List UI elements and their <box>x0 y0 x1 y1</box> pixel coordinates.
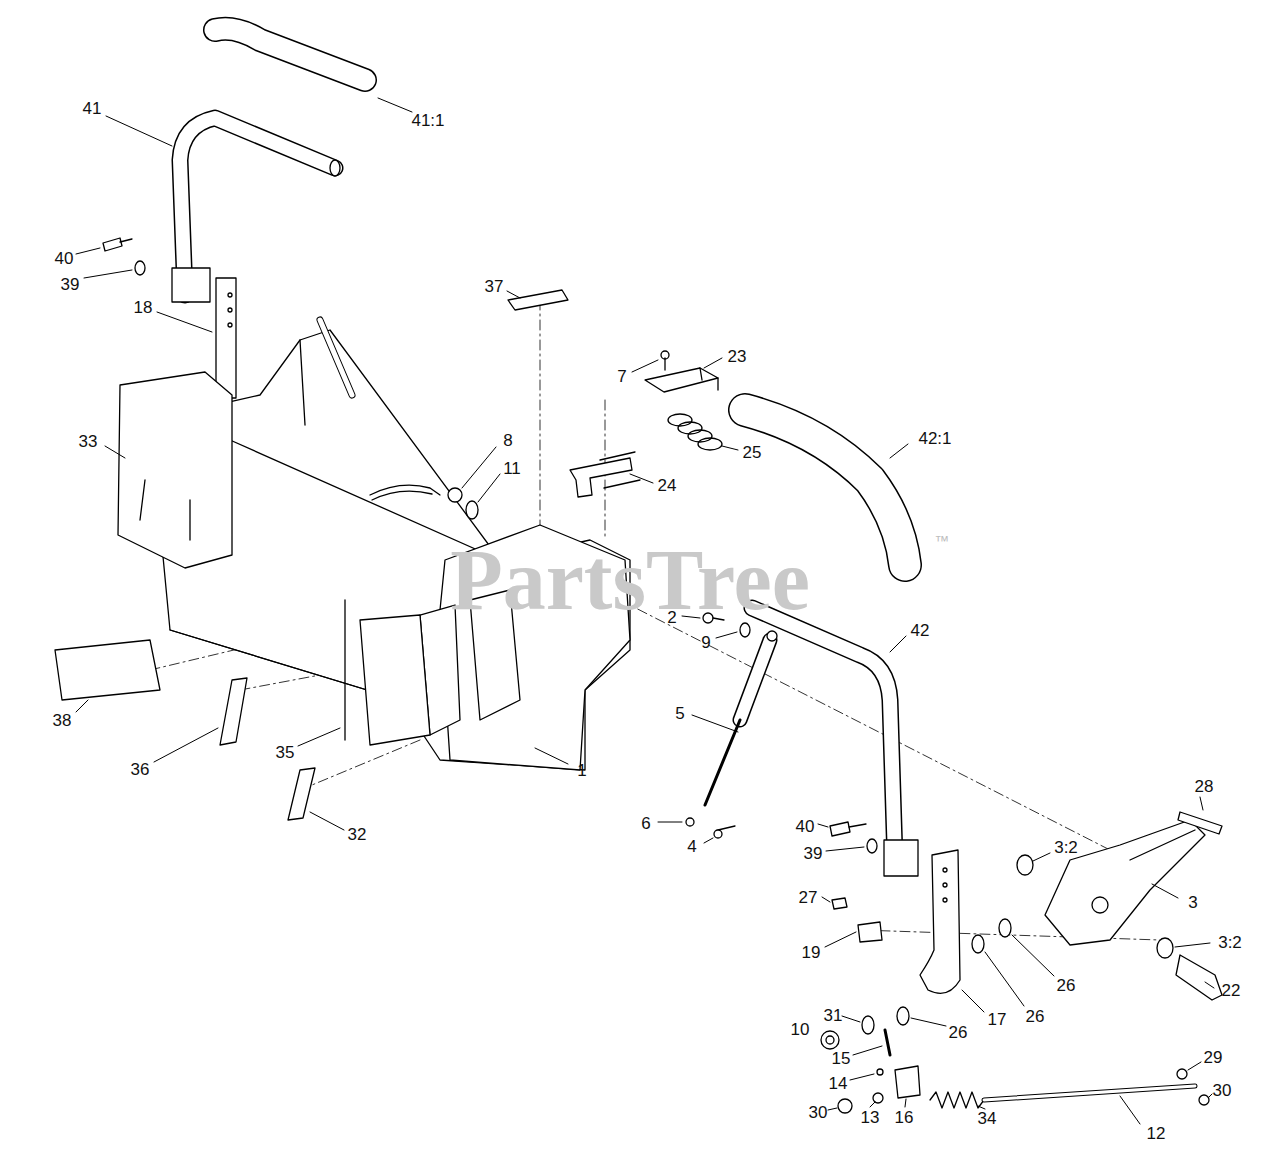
callout-number: 2 <box>667 609 676 626</box>
callout-number: 29 <box>1204 1049 1223 1066</box>
callout-number: 31 <box>824 1007 843 1024</box>
callout-number: 5 <box>675 705 684 722</box>
callout-number: 10 <box>791 1021 810 1038</box>
callout-number: 1 <box>577 762 586 779</box>
callout-number: 26 <box>949 1024 968 1041</box>
callout-number: 24 <box>658 477 677 494</box>
callout-number: 36 <box>131 761 150 778</box>
callout-number: 30 <box>1213 1082 1232 1099</box>
callout-number: 40 <box>55 250 74 267</box>
callout-number: 42 <box>911 622 930 639</box>
callout-number: 23 <box>728 348 747 365</box>
callout-number: 6 <box>641 815 650 832</box>
callout-number: 16 <box>895 1109 914 1126</box>
callout-number: 3 <box>1188 894 1197 911</box>
callout-number: 15 <box>832 1050 851 1067</box>
callout-number: 8 <box>503 432 512 449</box>
callout-number: 39 <box>804 845 823 862</box>
callout-number: 7 <box>617 368 626 385</box>
callout-number: 22 <box>1222 982 1241 999</box>
callout-number: 28 <box>1195 778 1214 795</box>
callout-number: 4 <box>687 838 696 855</box>
callout-number: 12 <box>1147 1125 1166 1142</box>
callout-number: 33 <box>79 433 98 450</box>
callout-number: 19 <box>802 944 821 961</box>
callout-number: 25 <box>743 444 762 461</box>
callout-number: 38 <box>53 712 72 729</box>
callout-number: 14 <box>829 1075 848 1092</box>
trademark-mark: ™ <box>935 533 950 548</box>
callout-number: 41 <box>83 100 102 117</box>
callout-number: 11 <box>503 460 521 477</box>
callout-number: 3:2 <box>1218 934 1242 951</box>
callout-number: 30 <box>809 1104 828 1121</box>
callout-number: 26 <box>1057 977 1076 994</box>
callout-number: 3:2 <box>1054 839 1078 856</box>
callout-number: 9 <box>701 634 710 651</box>
callout-number: 32 <box>348 826 367 843</box>
callout-number: 41:1 <box>411 112 444 129</box>
callout-number: 13 <box>861 1109 880 1126</box>
callout-number: 37 <box>485 278 504 295</box>
callout-number: 26 <box>1026 1008 1045 1025</box>
callout-number: 34 <box>978 1110 997 1127</box>
callout-number: 17 <box>988 1011 1007 1028</box>
callout-number: 18 <box>134 299 153 316</box>
callout-number: 40 <box>796 818 815 835</box>
callout-number: 35 <box>276 744 295 761</box>
callout-number: 27 <box>799 889 818 906</box>
callout-number: 39 <box>61 276 80 293</box>
callout-number: 42:1 <box>918 430 951 447</box>
watermark: PartsTree <box>450 537 810 623</box>
